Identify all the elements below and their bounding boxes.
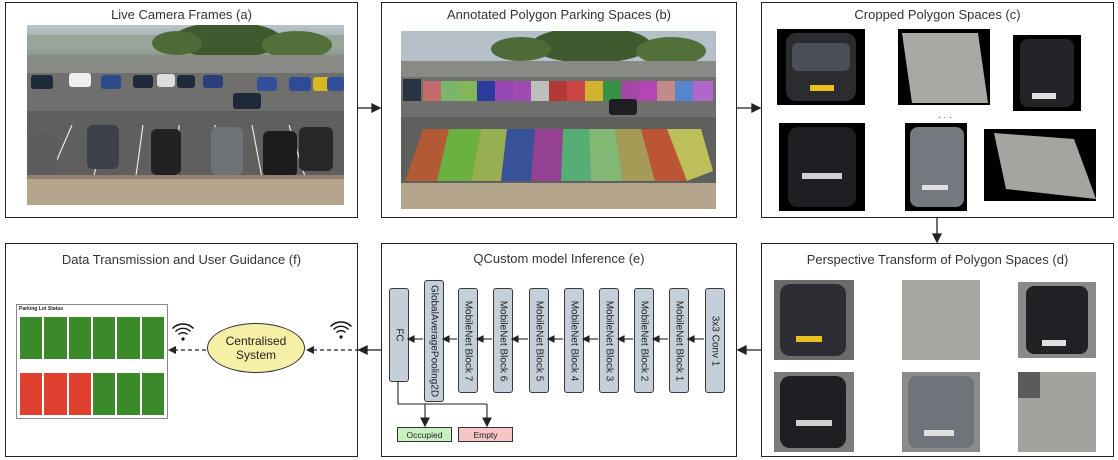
panel-live-camera-frames: Live Camera Frames (a) xyxy=(5,2,358,218)
centralised-system-node: Centralised System xyxy=(207,323,305,373)
model-block-mobilenet-1: MobileNet Block 1 xyxy=(669,288,689,393)
wifi-icon-right xyxy=(329,321,353,339)
status-row-1 xyxy=(19,317,165,359)
panel-model-inference: QCustom model Inference (e) 3x3 Conv 1 M… xyxy=(381,243,737,457)
model-block-conv1: 3x3 Conv 1 xyxy=(705,288,725,393)
parking-space-tile-empty xyxy=(20,373,43,415)
panel-title-b: Annotated Polygon Parking Spaces (b) xyxy=(446,7,672,22)
model-block-mobilenet-7: MobileNet Block 7 xyxy=(458,288,478,393)
parking-space-tile-empty xyxy=(44,373,67,415)
panel-cropped-polygon-spaces: Cropped Polygon Spaces (c) . . . xyxy=(761,2,1114,218)
panel-title-c: Cropped Polygon Spaces (c) xyxy=(854,7,1021,22)
panel-annotated-polygon-spaces: Annotated Polygon Parking Spaces (b) xyxy=(381,2,737,218)
parking-space-tile-occupied xyxy=(68,317,91,359)
panel-title-e: QCustom model Inference (e) xyxy=(473,251,645,266)
central-system-line2: System xyxy=(235,348,276,362)
svg-text:. . .: . . . xyxy=(938,110,952,121)
output-occupied: Occupied xyxy=(397,427,452,442)
status-row-2 xyxy=(19,373,165,415)
dashed-arrow-to-central xyxy=(306,346,359,354)
model-block-mobilenet-6: MobileNet Block 6 xyxy=(493,288,513,393)
wifi-icon-left xyxy=(171,323,195,341)
model-block-mobilenet-3: MobileNet Block 3 xyxy=(599,288,619,393)
parking-space-tile-occupied xyxy=(93,373,116,415)
annotated-parking-image xyxy=(401,31,716,209)
parking-space-tile-occupied xyxy=(44,317,67,359)
parking-space-tile-occupied xyxy=(117,317,140,359)
model-block-fc: FC xyxy=(389,288,409,382)
panel-title-a: Live Camera Frames (a) xyxy=(111,7,252,22)
parking-space-tile-occupied xyxy=(141,317,164,359)
parking-space-tile-occupied xyxy=(93,317,116,359)
transformed-spaces-images xyxy=(774,280,1096,452)
status-panel-title: Parking Lot Status xyxy=(19,306,64,312)
dashed-arrow-to-status xyxy=(168,346,206,354)
parking-lot-status-panel: Parking Lot Status xyxy=(16,304,168,419)
panel-title-f: Data Transmission and User Guidance (f) xyxy=(61,252,302,267)
parking-space-tile-occupied xyxy=(20,317,43,359)
central-system-line1: Centralised xyxy=(225,334,287,348)
model-block-mobilenet-5: MobileNet Block 5 xyxy=(529,288,549,393)
parking-space-tile-empty xyxy=(68,373,91,415)
panel-data-transmission: Data Transmission and User Guidance (f) … xyxy=(5,243,359,457)
output-empty: Empty xyxy=(458,427,513,442)
panel-title-d: Perspective Transform of Polygon Spaces … xyxy=(806,252,1069,267)
model-block-global-average-pooling: GlobalAveragePooling2D xyxy=(424,280,444,402)
panel-perspective-transform: Perspective Transform of Polygon Spaces … xyxy=(761,243,1114,457)
parking-space-tile-occupied xyxy=(117,373,140,415)
model-block-mobilenet-2: MobileNet Block 2 xyxy=(634,288,654,393)
cropped-spaces-images: . . . xyxy=(777,29,1096,211)
model-block-mobilenet-4: MobileNet Block 4 xyxy=(564,288,584,393)
parking-space-tile-occupied xyxy=(141,373,164,415)
live-camera-image xyxy=(27,25,344,205)
